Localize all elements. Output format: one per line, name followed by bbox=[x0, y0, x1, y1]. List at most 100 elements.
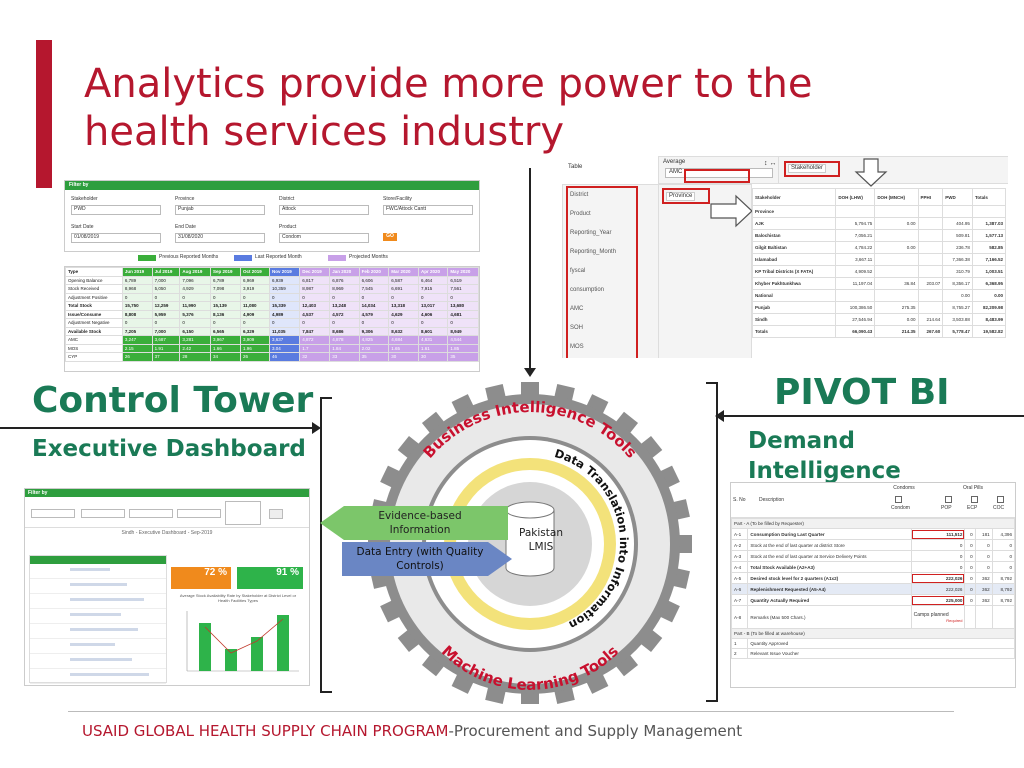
demand-cell[interactable]: 0 bbox=[964, 561, 976, 573]
demand-cell[interactable]: 0 bbox=[974, 561, 993, 573]
stock-table-cell: Adjustment Negative bbox=[65, 318, 123, 328]
stock-table-cell: 6,565 bbox=[209, 326, 241, 336]
filter-select[interactable]: FWC/Attock Cantt bbox=[383, 205, 473, 215]
gear-tooth bbox=[638, 435, 663, 461]
pivot-field-chip[interactable]: Product bbox=[570, 211, 591, 217]
pivot-cell: 509.81 bbox=[942, 229, 973, 242]
pivot-field-chip[interactable]: MOS bbox=[570, 344, 584, 350]
demand-cell[interactable]: 0 bbox=[991, 550, 1015, 562]
stock-table-cell: 0 bbox=[209, 318, 241, 328]
stock-table-cell: 1.61 bbox=[417, 343, 449, 353]
demand-checkbox[interactable] bbox=[945, 496, 952, 503]
core-label: Pakistan LMIS bbox=[519, 527, 563, 553]
demand-cell[interactable]: 0 bbox=[910, 539, 966, 551]
demand-cell[interactable]: 0 bbox=[910, 561, 966, 573]
demand-cell[interactable]: 111,512 bbox=[910, 528, 966, 540]
filter-select[interactable]: Condom bbox=[279, 233, 369, 243]
demand-cell[interactable]: 4,396 bbox=[991, 528, 1015, 540]
demand-cell[interactable] bbox=[974, 605, 993, 629]
demand-cell[interactable]: 0 bbox=[964, 550, 976, 562]
demand-part-b: Part - B (To be filled at warehouse) bbox=[731, 628, 1015, 639]
dash-filter-input-1[interactable] bbox=[31, 509, 75, 518]
stock-table-cell: 12,403 bbox=[299, 301, 331, 311]
slide-title: Analytics provide more power to the heal… bbox=[84, 60, 904, 156]
demand-checkbox[interactable] bbox=[895, 496, 902, 503]
dash-filter-input-2[interactable] bbox=[81, 509, 125, 518]
stock-table-cell: 5,959 bbox=[151, 309, 181, 319]
demand-cell[interactable]: 8,792 bbox=[991, 594, 1015, 606]
pivot-cell: Gilgit Baltistan bbox=[751, 241, 837, 254]
filter-select[interactable]: Punjab bbox=[175, 205, 265, 215]
demand-cell[interactable]: 0 bbox=[964, 594, 976, 606]
stock-table-cell: 4,537 bbox=[299, 309, 331, 319]
filter-label: Store/Facility bbox=[383, 196, 412, 202]
demand-cell[interactable]: 0 bbox=[910, 550, 966, 562]
demand-checkbox[interactable] bbox=[971, 496, 978, 503]
pivot-field-chip[interactable]: Reporting_Month bbox=[570, 249, 617, 255]
pivot-field-chip[interactable]: AMC bbox=[570, 306, 584, 312]
demand-cell[interactable]: 222,026 bbox=[910, 572, 966, 584]
pivot-field-chip[interactable]: Reporting_Year bbox=[570, 230, 612, 236]
demand-cell[interactable]: 362 bbox=[974, 572, 993, 584]
stock-table-cell: 6,939 bbox=[268, 275, 301, 285]
demand-checkbox[interactable] bbox=[997, 496, 1004, 503]
filter-select[interactable]: 31/08/2020 bbox=[175, 233, 265, 243]
demand-cell[interactable] bbox=[964, 605, 976, 629]
col-field-highlight bbox=[784, 161, 840, 177]
filter-select[interactable]: Attock bbox=[279, 205, 369, 215]
dash-go-button[interactable] bbox=[269, 509, 283, 519]
pivot-row-field[interactable]: Province bbox=[666, 192, 696, 201]
measure-highlight bbox=[684, 169, 750, 183]
demand-cell[interactable]: 362 bbox=[974, 583, 993, 595]
stock-table-cell: 4,681 bbox=[447, 309, 479, 319]
demand-cell[interactable]: 0 bbox=[964, 572, 976, 584]
demand-part-a: Part - A (To be filled by Requester) bbox=[731, 518, 1015, 529]
pivot-field-chip[interactable]: SOH bbox=[570, 325, 584, 331]
demand-group-header: Condoms bbox=[893, 485, 915, 491]
demand-cell[interactable]: 0 bbox=[991, 539, 1015, 551]
demand-cell[interactable]: 0 bbox=[974, 539, 993, 551]
filter-select[interactable]: 01/08/2019 bbox=[71, 233, 161, 243]
filter-select[interactable]: PWD bbox=[71, 205, 161, 215]
demand-cell[interactable]: 362 bbox=[974, 594, 993, 606]
pivot-agg-value[interactable]: Average bbox=[663, 159, 686, 165]
pivot-cell: 6,368.95 bbox=[971, 277, 1007, 290]
demand-cell[interactable]: 8,792 bbox=[991, 572, 1015, 584]
pivot-sort-icon[interactable]: ↕ ↔ bbox=[764, 160, 777, 167]
right-arrow-line bbox=[722, 415, 1024, 417]
demand-cell[interactable]: 0 bbox=[974, 550, 993, 562]
demand-cell[interactable]: 0 bbox=[964, 583, 976, 595]
dash-filter-input-3[interactable] bbox=[129, 509, 173, 518]
demand-cell[interactable]: 181 bbox=[974, 528, 993, 540]
demand-cell[interactable]: 0 bbox=[964, 539, 976, 551]
pivot-col-field[interactable]: Stakeholder bbox=[788, 164, 827, 173]
demand-cell[interactable]: 0 bbox=[991, 561, 1015, 573]
dashboard-table-row bbox=[30, 654, 166, 669]
dash-filter-input-4[interactable] bbox=[177, 509, 221, 518]
pivot-cell: 0.00 bbox=[942, 289, 973, 302]
pivot-cell: 3,503.88 bbox=[942, 313, 973, 326]
pivot-field-chip[interactable]: fyscal bbox=[570, 268, 586, 274]
stock-table-cell: 8,136 bbox=[209, 309, 241, 319]
gear-tooth bbox=[613, 411, 639, 436]
stock-table-cell: 8,969 bbox=[329, 284, 360, 294]
demand-cell[interactable] bbox=[991, 605, 1015, 629]
demand-cell: Stock at the end of last quarter at dist… bbox=[747, 539, 912, 551]
pivot-cell: 214.35 bbox=[874, 325, 919, 338]
demand-cell[interactable]: 225,000 bbox=[910, 594, 966, 606]
pivot-cell: 275.35 bbox=[874, 301, 919, 314]
dash-filter-listbox[interactable] bbox=[225, 501, 261, 525]
go-button[interactable]: GO bbox=[383, 233, 397, 241]
pivot-measure-value[interactable]: AMC bbox=[665, 168, 773, 178]
demand-cell[interactable]: 8,792 bbox=[991, 583, 1015, 595]
dashboard-row-bar bbox=[70, 658, 132, 661]
pivot-field-chip[interactable]: District bbox=[570, 192, 589, 198]
demand-cell[interactable]: 0 bbox=[964, 528, 976, 540]
pivot-field-chip[interactable]: consumption bbox=[570, 287, 605, 293]
demand-cell[interactable]: 222,026 bbox=[910, 583, 966, 595]
kpi-card-1: 72 % bbox=[171, 567, 231, 589]
